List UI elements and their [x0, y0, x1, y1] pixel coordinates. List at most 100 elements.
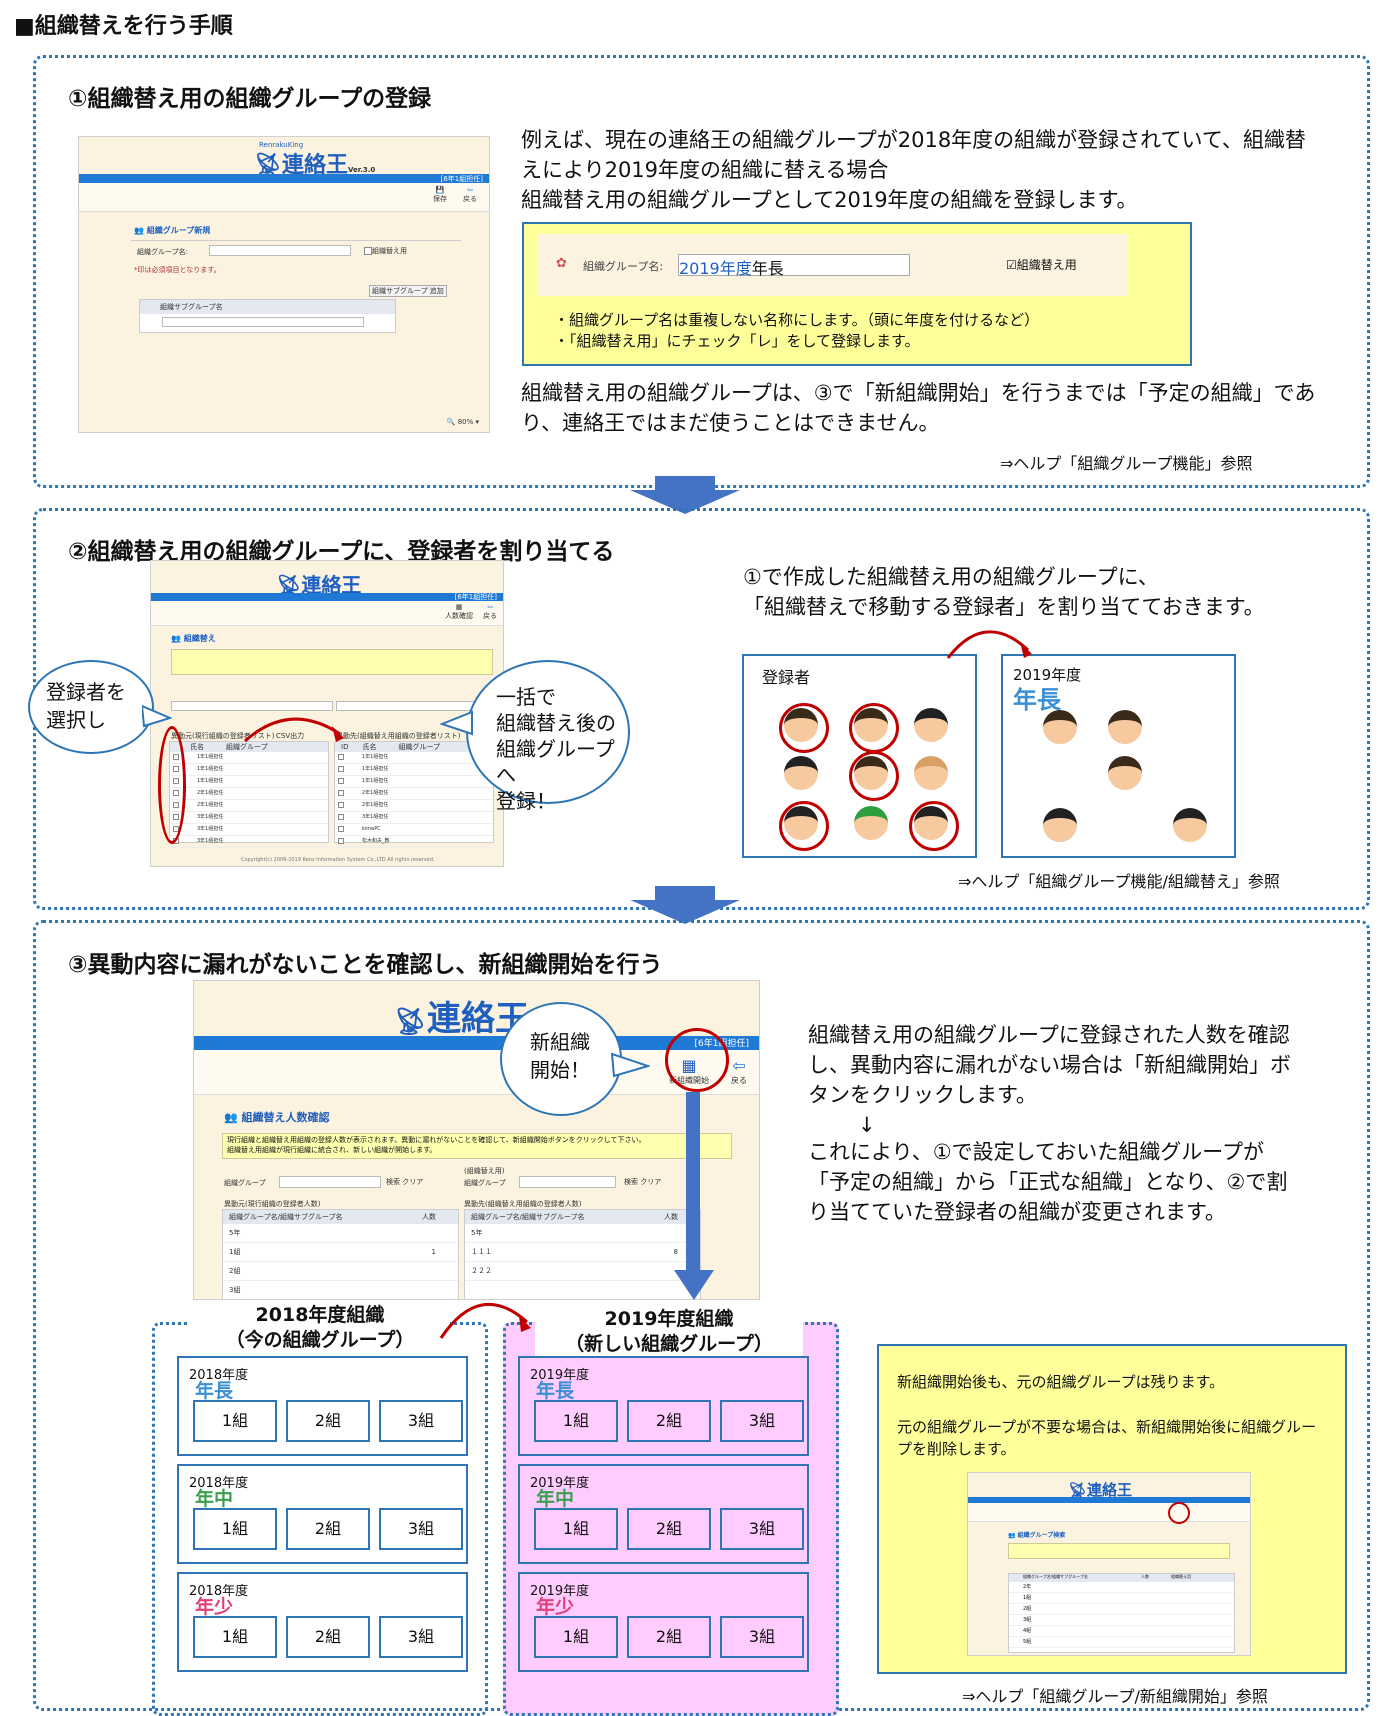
- step1-desc3: 組織替え用の組織グループは、③で「新組織開始」を行うまでは「予定の組織」であり、…: [521, 381, 1316, 435]
- table-row[interactable]: ２２２: [465, 1262, 700, 1281]
- users-icon: 👥: [224, 1111, 238, 1124]
- table-row[interactable]: 3年1組担任: [170, 824, 328, 836]
- table-row[interactable]: 1年1組担任: [335, 776, 493, 788]
- class-box[interactable]: 3組: [379, 1400, 463, 1442]
- table-row[interactable]: 2年1組担任: [170, 788, 328, 800]
- row-name: 2年: [1023, 1584, 1032, 1590]
- row-checkbox[interactable]: [338, 789, 344, 796]
- group-input-left[interactable]: [279, 1176, 381, 1188]
- example-checkbox[interactable]: ☑組織替え用: [1006, 258, 1077, 272]
- row-checkbox[interactable]: [338, 825, 344, 832]
- org-group-grade: 年少: [195, 1596, 234, 1618]
- row-checkbox[interactable]: [338, 765, 344, 772]
- class-box[interactable]: 3組: [379, 1616, 463, 1658]
- zoom-level[interactable]: 🔍 80% ▾: [446, 418, 479, 426]
- child-icon: [914, 756, 948, 790]
- table-row[interactable]: 松木和夫_教: [335, 836, 493, 848]
- search-button[interactable]: 検索 クリア: [386, 1178, 424, 1186]
- row-name: 2年1組担任: [362, 802, 389, 808]
- table-row[interactable]: 3年1組担任: [170, 812, 328, 824]
- row-checkbox[interactable]: [338, 777, 344, 784]
- table-row[interactable]: 1年1組担任: [170, 764, 328, 776]
- class-box[interactable]: 1組: [534, 1508, 618, 1550]
- bubble-line: 組織替え後の: [496, 711, 616, 735]
- table-row[interactable]: 2年1組担任: [335, 800, 493, 812]
- child-icon: [784, 756, 818, 790]
- class-box[interactable]: 3組: [720, 1400, 804, 1442]
- class-box[interactable]: 2組: [286, 1400, 370, 1442]
- class-box[interactable]: 1組: [193, 1616, 277, 1658]
- row-checkbox[interactable]: [338, 801, 344, 808]
- table-row[interactable]: 5年: [465, 1224, 700, 1243]
- org-group-grade: 年少: [536, 1596, 575, 1618]
- child-icon: [914, 806, 948, 840]
- table-row[interactable]: kimePC: [335, 824, 493, 836]
- table-row[interactable]: 1組: [1009, 1593, 1234, 1604]
- table-row[interactable]: 5組: [1009, 1637, 1234, 1648]
- save-button[interactable]: 💾保存: [433, 186, 447, 203]
- row-checkbox[interactable]: [338, 813, 344, 820]
- table-row[interactable]: 3年1組担任: [170, 836, 328, 848]
- table-row[interactable]: 2組: [223, 1262, 458, 1281]
- row-checkbox[interactable]: [338, 837, 344, 844]
- class-box[interactable]: 2組: [627, 1508, 711, 1550]
- class-box[interactable]: 3組: [720, 1508, 804, 1550]
- new-group-year: 2019年度: [1013, 666, 1082, 684]
- app-logo: 📡︎連絡王Ver.3.0: [254, 153, 376, 178]
- add-subgroup-button[interactable]: 組織サブグループ 追加: [369, 285, 447, 297]
- assign-button[interactable]: ▦人数確認: [445, 603, 473, 620]
- class-box[interactable]: 1組: [534, 1400, 618, 1442]
- row-name: 2年1組担任: [362, 790, 389, 796]
- step3-heading: ③異動内容に漏れがないことを確認し、新組織開始を行う: [68, 952, 663, 978]
- subgroup-input[interactable]: [162, 317, 364, 327]
- speech-bubble-start: 新組織開始！: [500, 1002, 622, 1116]
- class-box[interactable]: 1組: [193, 1400, 277, 1442]
- class-box[interactable]: 1組: [534, 1616, 618, 1658]
- child-icon: [1173, 808, 1207, 842]
- group-input-right[interactable]: [519, 1176, 616, 1188]
- org-group-year: 2018年度: [189, 1368, 249, 1383]
- class-box[interactable]: 2組: [286, 1508, 370, 1550]
- class-box[interactable]: 3組: [720, 1616, 804, 1658]
- selection-ring: [779, 703, 829, 753]
- table-row[interactable]: 3組: [223, 1281, 458, 1299]
- row-name: 2組: [229, 1267, 241, 1275]
- table-row[interactable]: 5年: [223, 1224, 458, 1243]
- table-row[interactable]: 1年1組担任: [170, 752, 328, 764]
- class-box[interactable]: 2組: [627, 1400, 711, 1442]
- step3-help-ref: ⇒ヘルプ「組織グループ/新組織開始」参照: [962, 1687, 1268, 1706]
- class-box[interactable]: 2組: [627, 1616, 711, 1658]
- table-row[interactable]: 3年1組担任: [335, 812, 493, 824]
- search-button[interactable]: 検索 クリア: [624, 1178, 662, 1186]
- class-box[interactable]: 2組: [286, 1616, 370, 1658]
- back-button[interactable]: ⇦戻る: [483, 603, 497, 620]
- reorg-checkbox[interactable]: 組織替え用: [364, 246, 407, 256]
- table-row[interactable]: 2年: [1009, 1582, 1234, 1593]
- class-box[interactable]: 3組: [379, 1508, 463, 1550]
- group-name-input[interactable]: [209, 245, 351, 256]
- table-row[interactable]: 1年1組担任: [170, 776, 328, 788]
- org-group-grade: 年長: [195, 1380, 234, 1402]
- table-row[interactable]: 2年1組担任: [335, 788, 493, 800]
- table-row[interactable]: 1年1組担任: [335, 752, 493, 764]
- row-name: 2年1組担任: [197, 802, 224, 808]
- table-row[interactable]: 2組: [1009, 1604, 1234, 1615]
- row-name: 5年: [229, 1229, 241, 1237]
- back-button[interactable]: ⇦戻る: [731, 1056, 747, 1085]
- table-row[interactable]: 1年1組担任: [335, 764, 493, 776]
- table-row[interactable]: 3組: [1009, 1615, 1234, 1626]
- row-name: 3組: [229, 1286, 241, 1294]
- example-field-input[interactable]: 2019年度年長: [678, 254, 910, 278]
- class-box[interactable]: 1組: [193, 1508, 277, 1550]
- table-row[interactable]: 4組: [1009, 1626, 1234, 1637]
- row-checkbox[interactable]: [338, 753, 344, 760]
- back-button[interactable]: ⇦戻る: [463, 186, 477, 203]
- table-row[interactable]: 2年1組担任: [170, 800, 328, 812]
- step2-help-ref: ⇒ヘルプ「組織グループ機能/組織替え」参照: [958, 872, 1280, 891]
- csv-button[interactable]: CSV出力: [276, 732, 305, 740]
